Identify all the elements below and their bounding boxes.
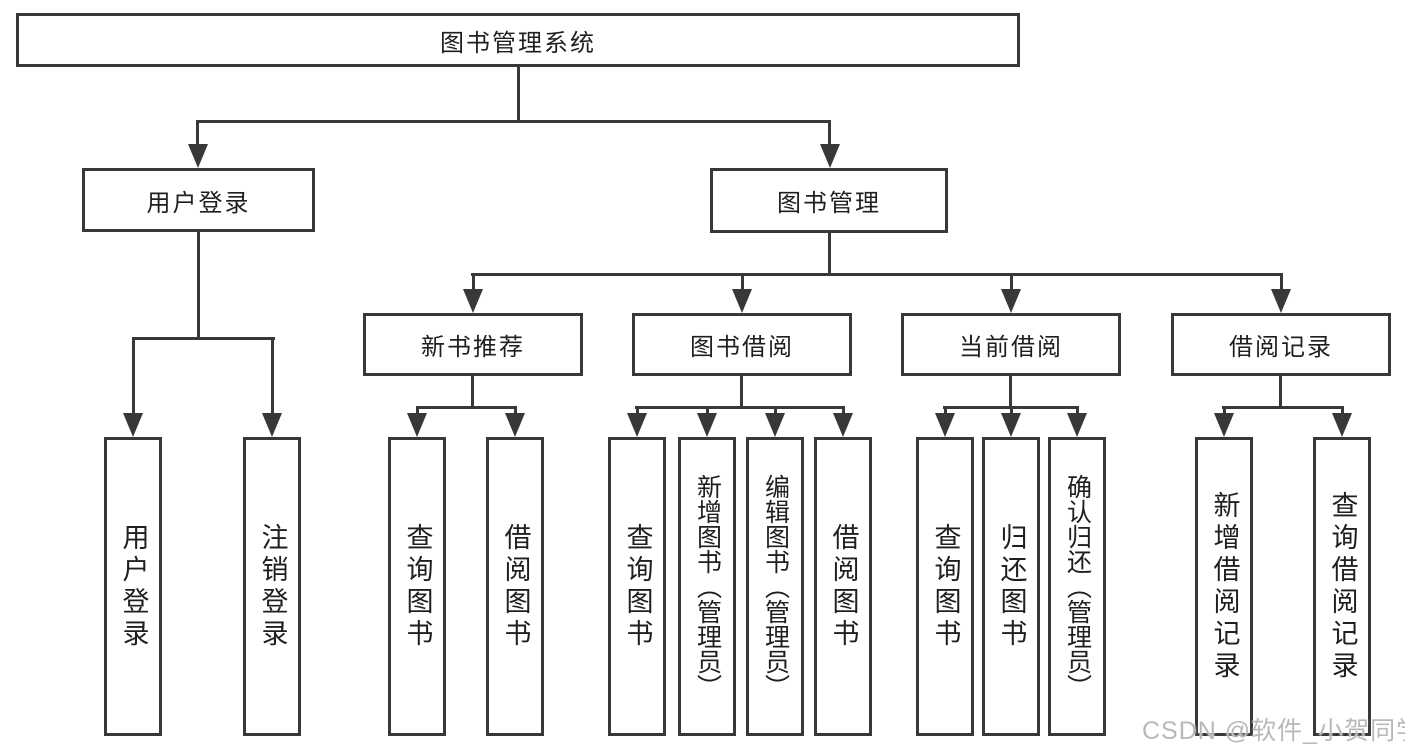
node-label: 编辑图书（管理员） (761, 474, 790, 699)
node-label: 新增图书（管理员） (693, 474, 722, 699)
node-book-borrow: 图书借阅 (632, 313, 852, 376)
leaf-user-login: 用户登录 (104, 437, 162, 736)
node-label: 归还图书 (996, 522, 1027, 651)
arrowhead-icon (732, 289, 752, 313)
connector-line (472, 276, 475, 291)
node-label: 用户登录 (146, 189, 251, 217)
connector-line (1010, 276, 1013, 291)
arrowhead-icon (833, 413, 853, 437)
arrowhead-icon (463, 289, 483, 313)
connector-line (416, 406, 517, 409)
node-label: 新增借阅记录 (1209, 490, 1240, 683)
leaf-return-books: 归还图书 (982, 437, 1040, 736)
connector-line (1341, 409, 1344, 416)
leaf-add-borrow-record: 新增借阅记录 (1195, 437, 1253, 736)
arrowhead-icon (407, 413, 427, 437)
connector-line (636, 409, 639, 416)
connector-line (1010, 409, 1013, 416)
connector-line (635, 406, 845, 409)
connector-line (132, 340, 135, 415)
connector-line (741, 276, 744, 291)
connector-line (706, 409, 709, 416)
node-label: 借阅图书 (500, 522, 531, 651)
connector-line (842, 409, 845, 416)
leaf-borrow-books-recommend: 借阅图书 (486, 437, 544, 736)
leaf-query-borrow-record: 查询借阅记录 (1313, 437, 1371, 736)
node-label: 图书管理系统 (440, 29, 596, 57)
leaf-query-books-recommend: 查询图书 (388, 437, 446, 736)
connector-line (943, 406, 1079, 409)
leaf-logout: 注销登录 (243, 437, 301, 736)
node-label: 当前借阅 (959, 334, 1063, 361)
connector-line (1009, 376, 1012, 409)
node-label: 图书管理 (777, 190, 881, 217)
arrowhead-icon (1001, 413, 1021, 437)
node-label: 新书推荐 (421, 334, 525, 361)
arrowhead-icon (123, 413, 143, 437)
connector-line (471, 273, 1283, 276)
node-book-management: 图书管理 (710, 168, 948, 233)
arrowhead-icon (697, 413, 717, 437)
arrowhead-icon (935, 413, 955, 437)
arrowhead-icon (1332, 413, 1352, 437)
node-label: 查询图书 (930, 522, 961, 651)
connector-line (196, 120, 199, 146)
leaf-add-books-admin: 新增图书（管理员） (678, 437, 736, 736)
connector-line (196, 120, 830, 123)
node-root-system: 图书管理系统 (16, 13, 1020, 67)
connector-line (1280, 276, 1283, 291)
node-label: 借阅记录 (1229, 334, 1333, 361)
node-label: 借阅图书 (828, 522, 859, 651)
node-label: 确认归还（管理员） (1063, 474, 1092, 699)
arrowhead-icon (765, 413, 785, 437)
connector-line (740, 376, 743, 409)
connector-line (416, 409, 419, 416)
node-user-login: 用户登录 (82, 168, 315, 232)
arrowhead-icon (188, 144, 208, 168)
leaf-borrow-books: 借阅图书 (814, 437, 872, 736)
node-label: 查询借阅记录 (1327, 490, 1358, 683)
connector-line (132, 337, 275, 340)
connector-line (1279, 376, 1282, 409)
csdn-watermark: CSDN @软件_小贺同学 (1142, 717, 1405, 745)
connector-line (1076, 409, 1079, 416)
arrowhead-icon (262, 413, 282, 437)
arrowhead-icon (1214, 413, 1234, 437)
arrowhead-icon (820, 144, 840, 168)
node-label: 图书借阅 (690, 334, 794, 361)
node-current-borrow: 当前借阅 (901, 313, 1121, 376)
leaf-query-books-borrow: 查询图书 (608, 437, 666, 736)
connector-line (271, 340, 274, 415)
connector-line (1222, 406, 1344, 409)
node-label: 查询图书 (622, 522, 653, 651)
leaf-confirm-return-admin: 确认归还（管理员） (1048, 437, 1106, 736)
node-borrow-records: 借阅记录 (1171, 313, 1391, 376)
arrowhead-icon (1271, 289, 1291, 313)
leaf-edit-books-admin: 编辑图书（管理员） (746, 437, 804, 736)
arrowhead-icon (1067, 413, 1087, 437)
leaf-query-books-current: 查询图书 (916, 437, 974, 736)
connector-line (514, 409, 517, 416)
connector-line (197, 231, 200, 340)
connector-line (517, 67, 520, 120)
node-label: 查询图书 (402, 522, 433, 651)
node-new-book-recommend: 新书推荐 (363, 313, 583, 376)
arrowhead-icon (627, 413, 647, 437)
node-label: 用户登录 (118, 522, 149, 651)
connector-line (828, 120, 831, 146)
connector-line (1223, 409, 1226, 416)
node-label: 注销登录 (257, 522, 288, 651)
connector-line (944, 409, 947, 416)
connector-line (828, 233, 831, 276)
connector-line (774, 409, 777, 416)
arrowhead-icon (505, 413, 525, 437)
arrowhead-icon (1001, 289, 1021, 313)
connector-line (471, 376, 474, 409)
